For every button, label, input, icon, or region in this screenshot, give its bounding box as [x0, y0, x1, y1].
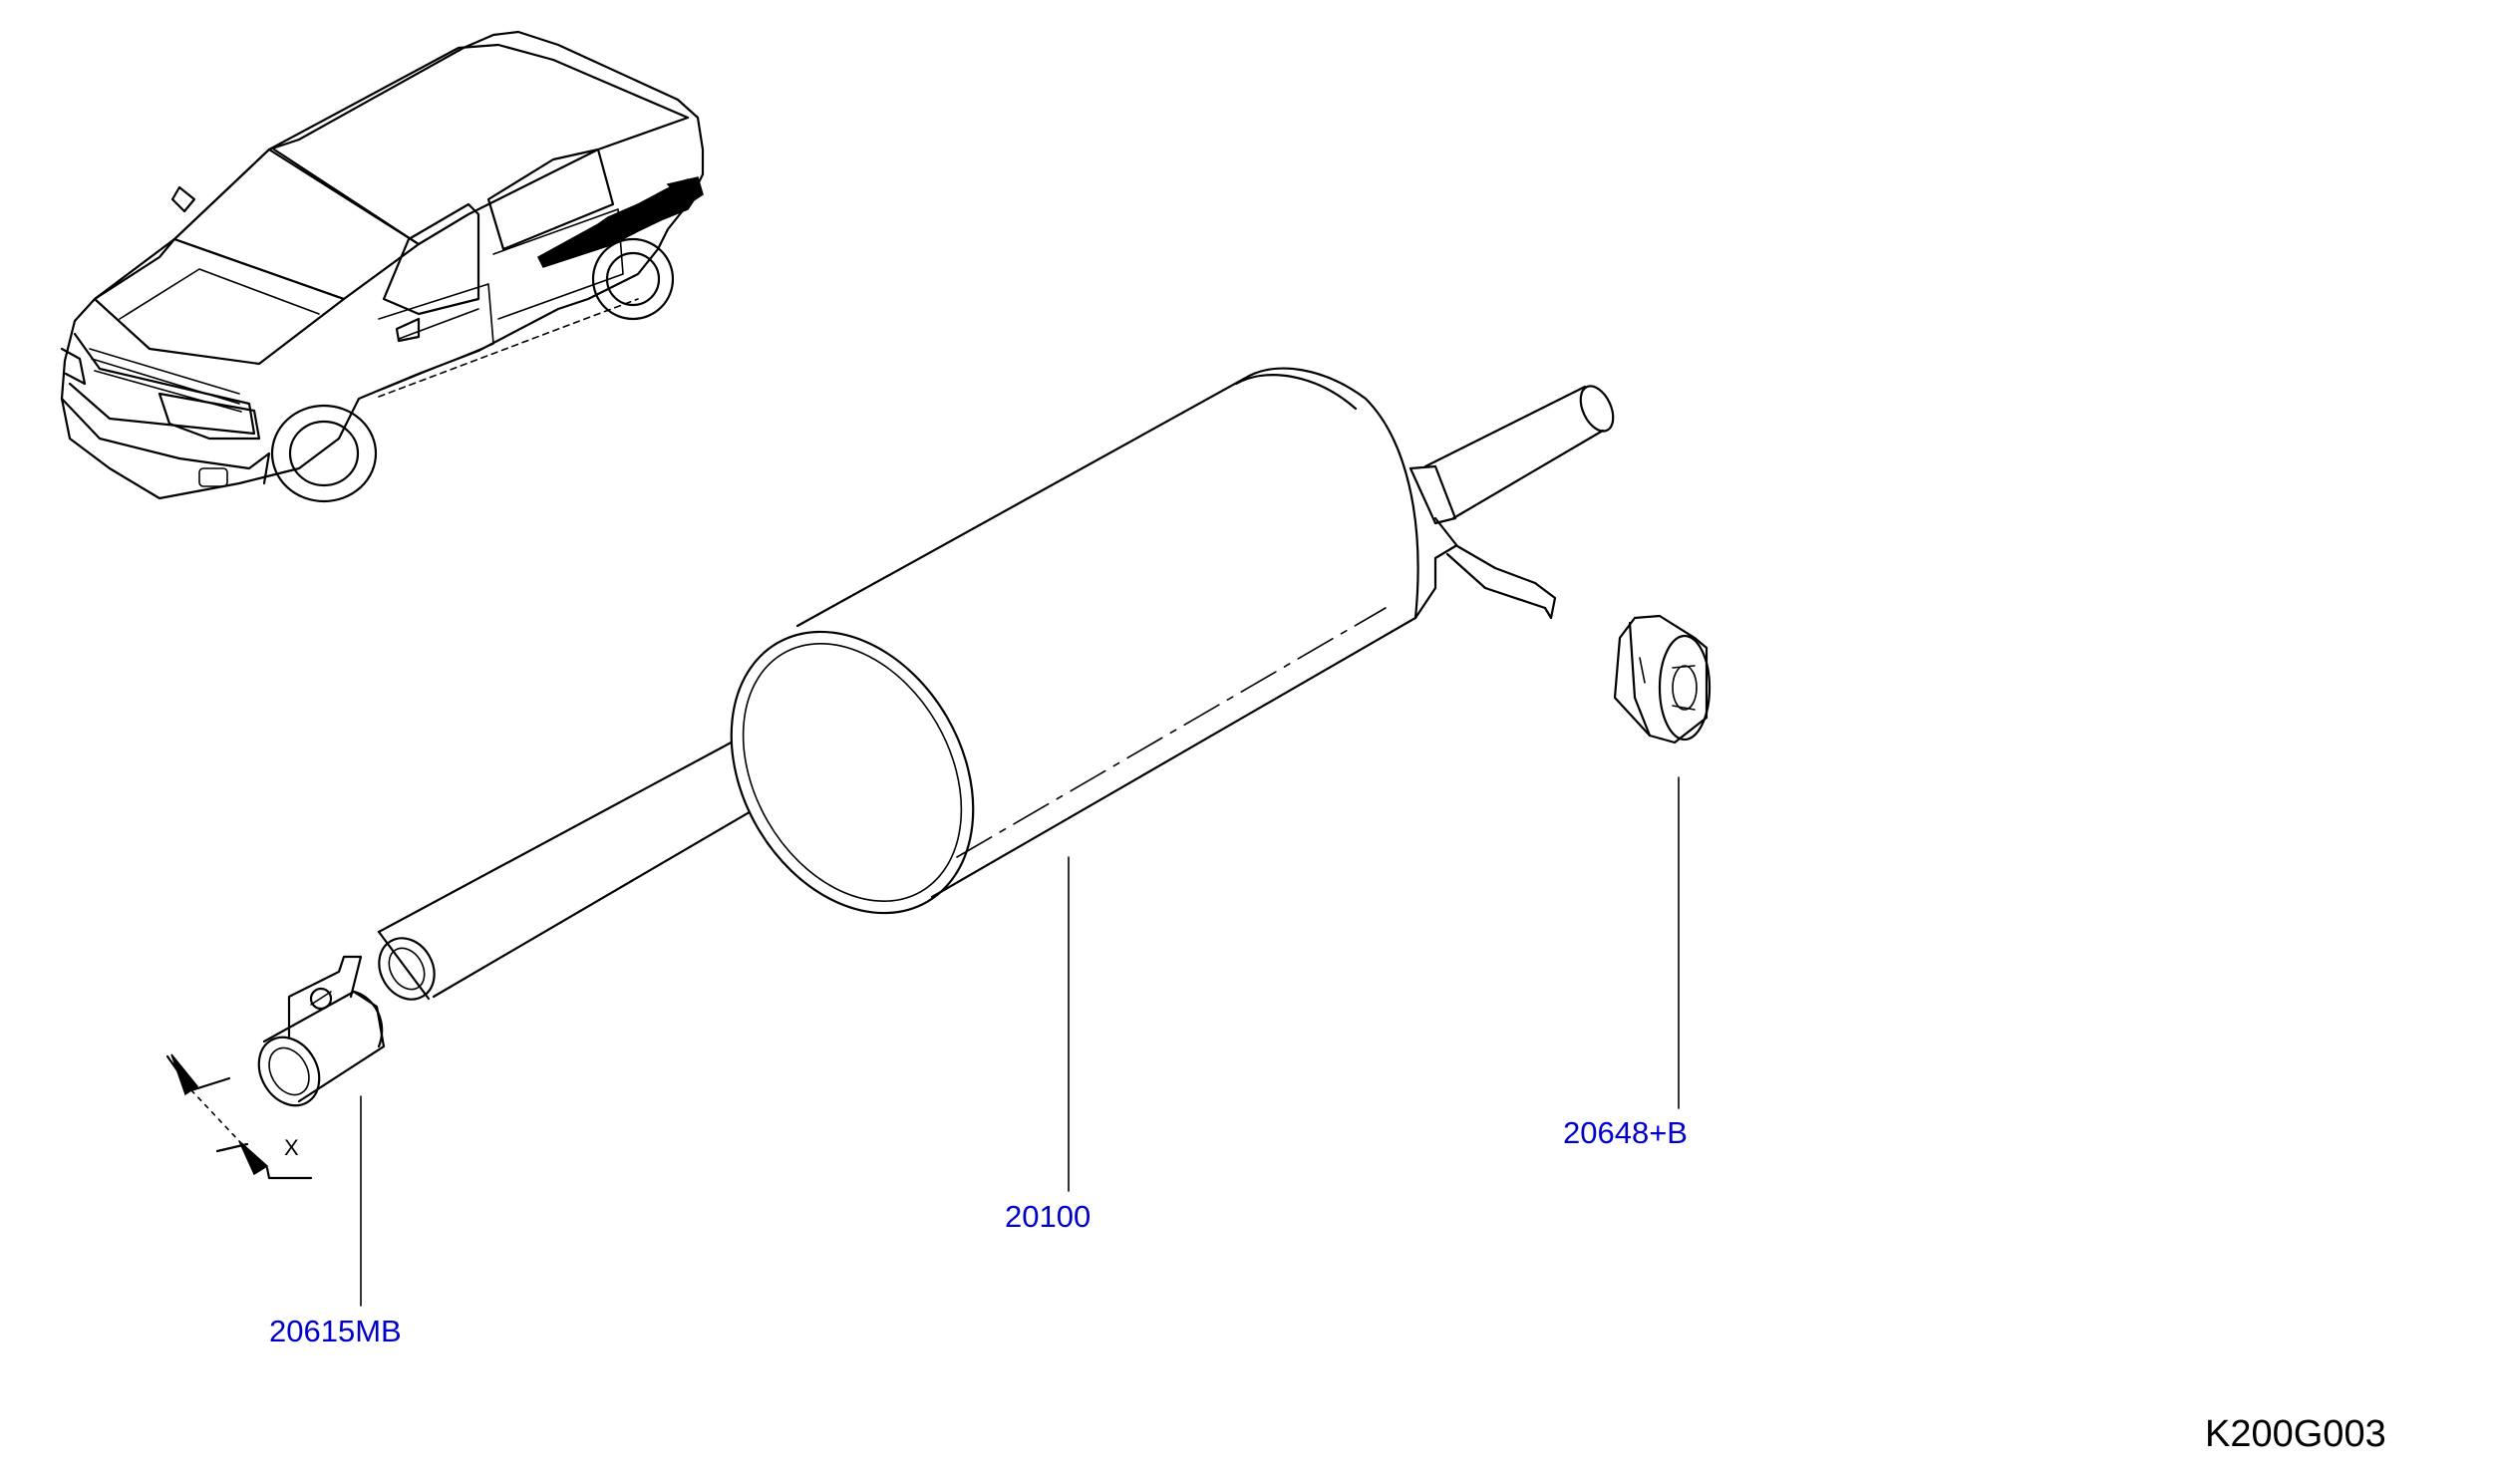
- callout-20100[interactable]: 20100: [1005, 1199, 1092, 1234]
- figure-code: K200G003: [2205, 1413, 2386, 1455]
- muffler-assembly: [377, 367, 1615, 1001]
- exhaust-clamp: [257, 955, 386, 1107]
- dimension-label: X: [284, 1135, 299, 1160]
- mounting-rubber: [1613, 614, 1712, 744]
- vehicle-locator-illustration: [60, 30, 705, 503]
- callout-20648b[interactable]: 20648+B: [1563, 1115, 1688, 1150]
- dimension-x: [165, 1053, 313, 1180]
- callout-20615mb[interactable]: 20615MB: [269, 1314, 402, 1348]
